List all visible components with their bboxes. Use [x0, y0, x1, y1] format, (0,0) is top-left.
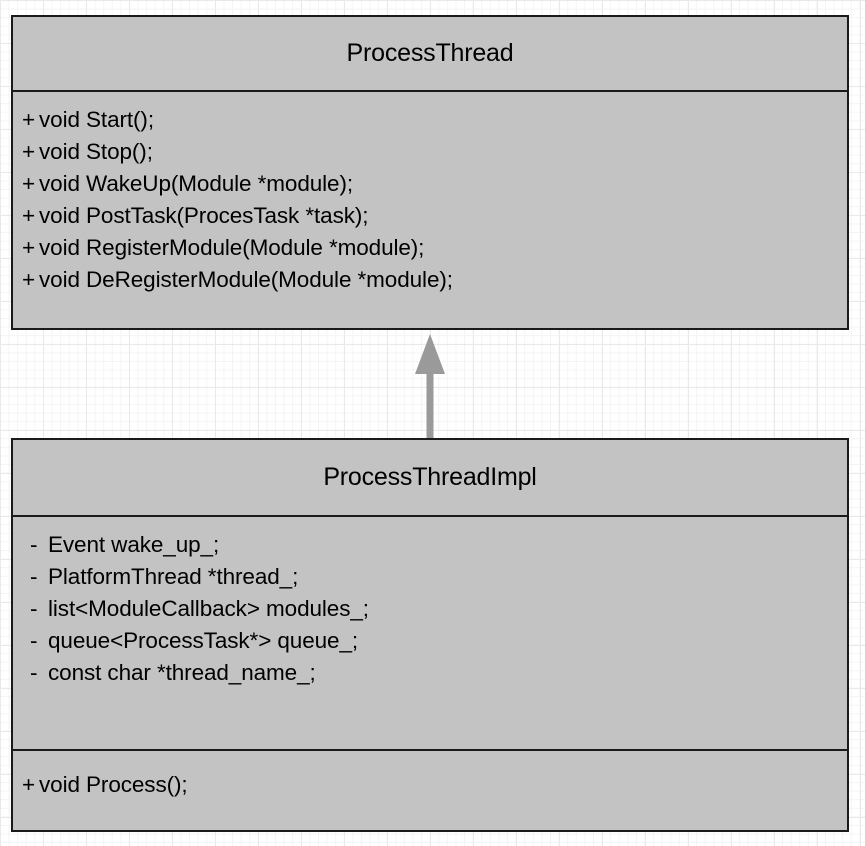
visibility-marker: + [22, 107, 36, 132]
member-signature: void RegisterModule(Module *module); [39, 235, 425, 260]
member-signature: void Start(); [39, 107, 154, 132]
member-signature: list<ModuleCallback> modules_; [48, 596, 369, 621]
member-signature: void Process(); [39, 772, 188, 797]
uml-member-row: - Event wake_up_; [13, 529, 847, 561]
uml-class-process-thread-impl[interactable]: ProcessThreadImpl - Event wake_up_; - Pl… [11, 438, 849, 832]
uml-member-row: - const char *thread_name_; [13, 657, 847, 689]
member-signature: queue<ProcessTask*> queue_; [48, 628, 359, 653]
visibility-marker: - [30, 628, 38, 653]
visibility-marker: + [22, 171, 36, 196]
member-signature: void WakeUp(Module *module); [39, 171, 354, 196]
visibility-marker: + [22, 139, 36, 164]
visibility-marker: + [22, 267, 36, 292]
uml-class-title: ProcessThread [13, 17, 847, 92]
visibility-marker: - [30, 532, 38, 557]
uml-member-row: - PlatformThread *thread_; [13, 561, 847, 593]
member-signature: PlatformThread *thread_; [48, 564, 299, 589]
visibility-marker: - [30, 596, 38, 621]
uml-member-row: - list<ModuleCallback> modules_; [13, 593, 847, 625]
member-signature: const char *thread_name_; [48, 660, 316, 685]
uml-operations-compartment: + void Start(); + void Stop(); + void Wa… [13, 92, 847, 328]
visibility-marker: - [30, 564, 38, 589]
visibility-marker: + [22, 235, 36, 260]
uml-member-row: + void WakeUp(Module *module); [13, 168, 847, 200]
uml-member-row: + void Process(); [13, 769, 847, 801]
member-signature: Event wake_up_; [48, 532, 220, 557]
uml-member-row: + void PostTask(ProcesTask *task); [13, 200, 847, 232]
uml-member-row: + void DeRegisterModule(Module *module); [13, 264, 847, 296]
uml-class-process-thread[interactable]: ProcessThread + void Start(); + void Sto… [11, 15, 849, 330]
uml-class-title: ProcessThreadImpl [13, 440, 847, 517]
uml-member-row: + void RegisterModule(Module *module); [13, 232, 847, 264]
visibility-marker: - [30, 660, 38, 685]
uml-attributes-compartment: - Event wake_up_; - PlatformThread *thre… [13, 517, 847, 749]
generalization-arrow [415, 334, 445, 440]
visibility-marker: + [22, 203, 36, 228]
visibility-marker: + [22, 772, 36, 797]
uml-member-row: - queue<ProcessTask*> queue_; [13, 625, 847, 657]
uml-operations-compartment: + void Process(); [13, 749, 847, 830]
member-signature: void Stop(); [39, 139, 153, 164]
member-signature: void PostTask(ProcesTask *task); [39, 203, 369, 228]
member-signature: void DeRegisterModule(Module *module); [39, 267, 453, 292]
uml-member-row: + void Stop(); [13, 136, 847, 168]
uml-member-row: + void Start(); [13, 104, 847, 136]
